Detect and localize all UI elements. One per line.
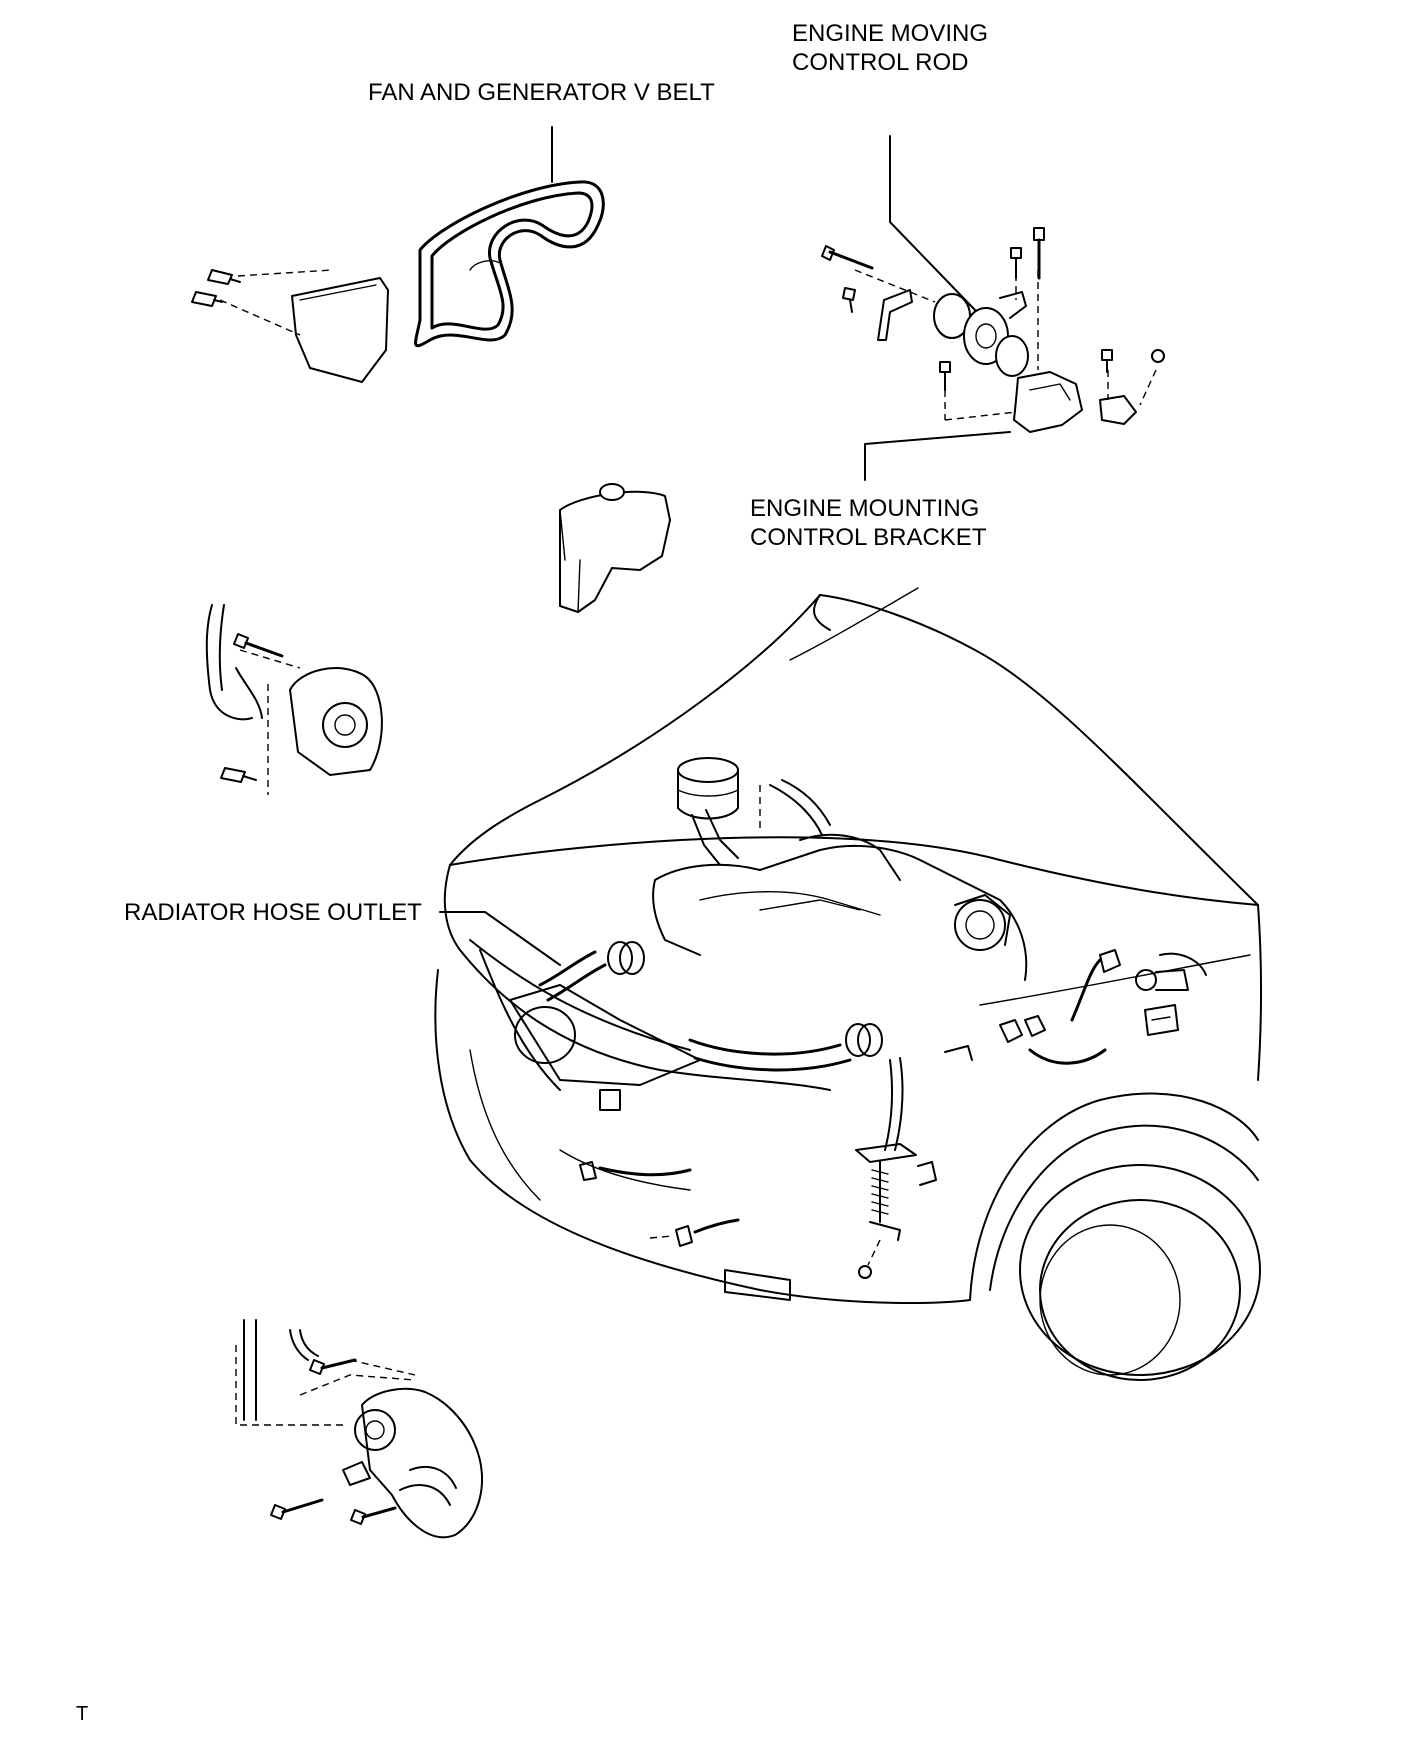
nut-icon	[858, 1265, 872, 1279]
bolt-icon	[233, 633, 284, 658]
vertical-bolt-icon	[1033, 227, 1045, 280]
leader-lines	[439, 126, 1011, 966]
label-engine-moving-control-rod-line2: CONTROL ROD	[792, 49, 969, 76]
label-engine-mounting-control-bracket-line2: CONTROL BRACKET	[750, 524, 987, 551]
bolt-icon	[842, 287, 856, 313]
clip-icon	[1144, 1004, 1179, 1036]
label-engine-moving-control-rod-line1: ENGINE MOVING	[792, 20, 989, 47]
spring-adjuster-icon	[869, 1161, 901, 1241]
ac-compressor-assembly	[235, 1319, 483, 1539]
long-bolt-icon	[270, 1498, 324, 1520]
long-bolt-icon	[821, 245, 874, 270]
label-fan-generator-v-belt: FAN AND GENERATOR V BELT	[368, 79, 715, 106]
hose-clamp-icon	[845, 1023, 883, 1057]
bolt-icon	[1101, 349, 1113, 373]
bracket-plate	[877, 289, 913, 341]
generator-assembly	[205, 604, 383, 795]
bolt-icon	[207, 269, 241, 285]
label-engine-mounting-control-bracket-line1: ENGINE MOUNTING	[750, 495, 980, 522]
hose-clamp-icon	[607, 941, 645, 975]
corner-mark: T	[76, 1703, 89, 1725]
bolt-icon	[350, 1506, 397, 1525]
power-steering-reservoir	[677, 757, 739, 866]
label-radiator-hose-outlet: RADIATOR HOSE OUTLET	[124, 899, 422, 926]
engine-moving-control-rod	[821, 227, 1045, 377]
engine-mounting-control-bracket	[939, 349, 1165, 433]
fan-generator-v-belt	[414, 180, 605, 348]
nut-icon	[1151, 349, 1165, 363]
bolt-icon	[309, 1358, 357, 1375]
bolt-icon	[939, 361, 951, 391]
hose-clamp-icon	[579, 1161, 597, 1181]
hose-connector-icon	[1135, 969, 1189, 991]
engine-bay	[538, 757, 1207, 1279]
coolant-reservoir-tank	[559, 483, 671, 613]
vertical-bolt-icon	[1010, 247, 1022, 279]
belt-cover-bracket	[191, 269, 389, 383]
bolt-icon	[220, 767, 257, 783]
bolt-icon	[191, 291, 223, 307]
hose-clamp-icon	[675, 1225, 693, 1247]
vehicle-front-outline	[434, 587, 1262, 1381]
